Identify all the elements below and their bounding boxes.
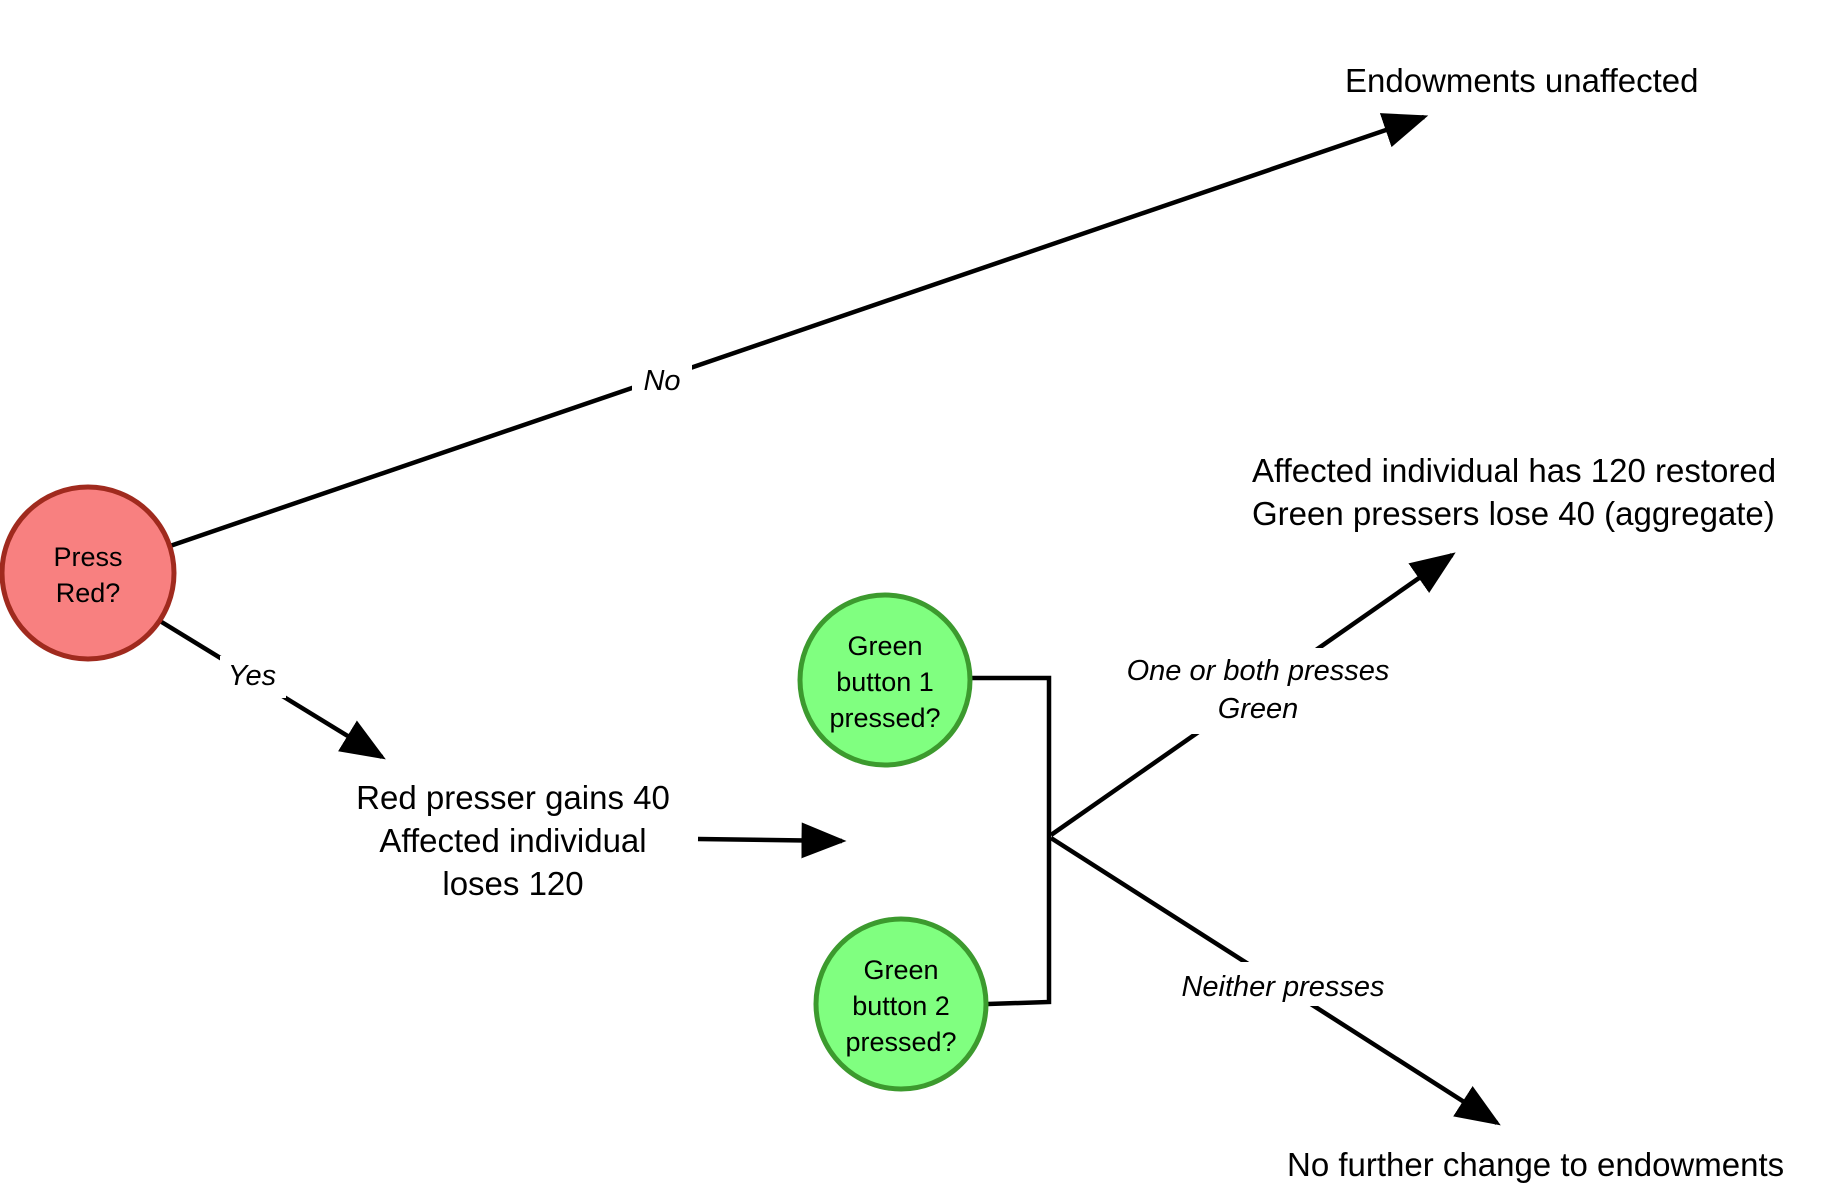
edge-label-neither-bg [1162,962,1406,1006]
press-red-label-line1: Press [53,542,122,572]
outcome-red-presser-line3: loses 120 [442,865,583,902]
outcome-restored-line2: Green pressers lose 40 (aggregate) [1252,495,1775,532]
outcome-red-presser-line2: Affected individual [379,822,646,859]
green-button-1-circle [800,595,970,765]
outcome-no-further-change: No further change to endowments [1287,1146,1784,1183]
edge-label-green-line2: Green [1218,693,1299,725]
edge-label-yes: Yes [228,660,276,692]
green-connector-bracket [972,675,1052,1007]
green-button-2-label-line3: pressed? [845,1027,956,1057]
outcome-restored-line1: Affected individual has 120 restored [1252,452,1776,489]
press-red-outline [0,484,177,662]
edge-label-green-line1: One or both presses [1127,655,1390,687]
edge-label-no-bg [632,355,692,401]
green-button-1-outline [797,592,973,768]
green-button-1-label-line2: button 1 [836,667,934,697]
edge-label-green-bg [1100,648,1410,734]
edge-no [169,113,1429,549]
edge-label-yes-bg [220,656,286,698]
press-red-circle [2,487,174,659]
green-button-1-label-line1: Green [847,631,922,661]
press-red-node: Press Red? [0,484,177,662]
green-button-1-label-line3: pressed? [829,703,940,733]
green-button-2-label-line2: button 2 [852,991,950,1021]
outcome-red-presser-line1: Red presser gains 40 [356,779,670,816]
outcome-endowments-unaffected: Endowments unaffected [1345,62,1698,99]
green-button-2-label-line1: Green [863,955,938,985]
edge-label-neither: Neither presses [1181,971,1384,1003]
press-red-label-line2: Red? [56,578,121,608]
green-button-2-outline [813,916,989,1092]
edge-to-green-decision [697,822,847,859]
green-button-2-node: Green button 2 pressed? [813,916,989,1092]
green-button-1-node: Green button 1 pressed? [797,592,973,768]
green-button-2-circle [816,919,986,1089]
edge-label-no: No [643,365,680,397]
